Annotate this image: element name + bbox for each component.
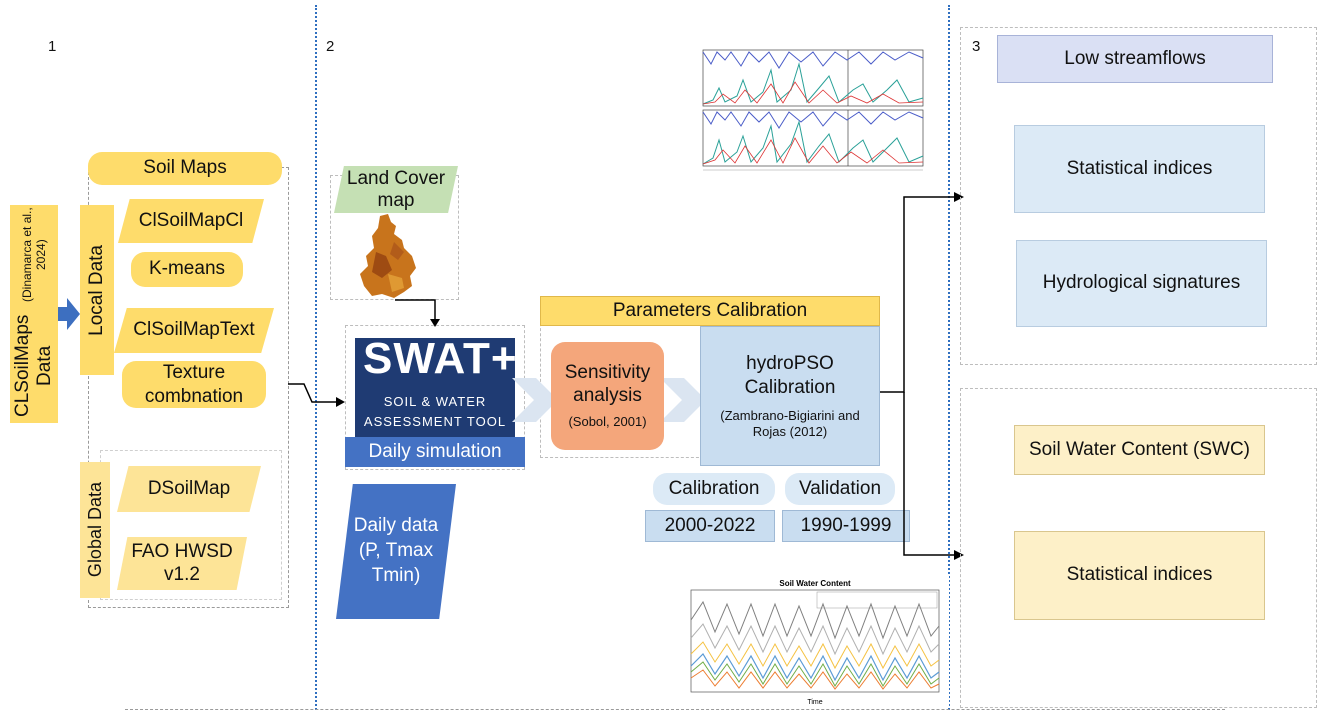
soil-water-content-box: Soil Water Content (SWC) — [1014, 425, 1265, 475]
local-data-label: Local Data — [86, 244, 107, 336]
global-data-box: Global Data — [80, 462, 110, 598]
hydropso-citation-line2: Rojas (2012) — [752, 423, 828, 439]
clsoilmaps-data-box: CLSoilMaps Data (Dinamarca et al., 2024) — [10, 205, 58, 423]
daily-simulation-box: Daily simulation — [345, 437, 525, 467]
hydropso-line2: Calibration — [744, 376, 836, 398]
down-arrow-icon — [395, 299, 440, 327]
soil-water-content-container — [960, 388, 1317, 708]
texture-combination-box: Texture combnation — [122, 361, 266, 408]
streamflow-chart-thumbnail — [683, 40, 943, 175]
sensitivity-citation: (Sobol, 2001) — [568, 414, 647, 429]
calibration-label: Calibration — [653, 473, 775, 505]
soil-water-content-chart-thumbnail: Soil Water Content Time — [667, 576, 949, 708]
chevron-right-icon — [512, 378, 558, 422]
swc-chart-title: Soil Water Content — [779, 579, 851, 588]
right-arrow-icon — [58, 298, 80, 330]
daily-data-line2: (P, Tmax — [358, 540, 434, 562]
calibration-period: 2000-2022 — [645, 510, 775, 542]
global-data-label: Global Data — [84, 482, 105, 578]
sensitivity-line1: Sensitivity — [564, 362, 651, 384]
low-streamflows-container — [960, 27, 1317, 365]
swat-logo: SWAT+ SOIL & WATER ASSESSMENT TOOL — [355, 334, 517, 438]
land-cover-line1: Land Cover — [346, 167, 446, 189]
daily-data-line1: Daily data — [353, 515, 439, 537]
land-cover-map-image — [360, 214, 416, 298]
sensitivity-line2: analysis — [573, 385, 642, 407]
dsoilmap-box: DSoilMap — [117, 466, 261, 512]
soil-maps-box: Soil Maps — [88, 152, 282, 185]
section-number-1: 1 — [48, 38, 57, 55]
clsoilmaps-data-title: CLSoilMaps Data — [12, 314, 55, 418]
clsoilmaptext-box: ClSoilMapText — [114, 308, 274, 353]
section-divider-2 — [948, 5, 950, 710]
parameters-calibration-box: Parameters Calibration — [540, 296, 880, 326]
hydrological-signatures-box: Hydrological signatures — [1016, 240, 1267, 327]
chevron-right-icon — [660, 378, 706, 422]
local-data-box: Local Data — [80, 205, 114, 375]
daily-data-line3: Tmin) — [371, 564, 421, 586]
texture-line1: Texture — [162, 361, 226, 383]
swat-title: SWAT+ — [363, 334, 518, 383]
validation-period: 1990-1999 — [782, 510, 910, 542]
statistical-indices-top-box: Statistical indices — [1014, 125, 1265, 213]
sensitivity-analysis-box: Sensitivity analysis (Sobol, 2001) — [551, 342, 664, 450]
swat-container — [345, 325, 525, 470]
daily-data-box: Daily data (P, Tmax Tmin) — [336, 484, 456, 619]
swc-chart-xlabel: Time — [807, 699, 822, 706]
hydropso-citation-line1: (Zambrano-Bigiarini and — [720, 407, 860, 423]
statistical-indices-bottom-box: Statistical indices — [1014, 531, 1265, 620]
right-arrow-icon — [288, 383, 345, 407]
hydropso-calibration-box: hydroPSO Calibration (Zambrano-Bigiarini… — [700, 326, 880, 466]
swat-sub1: SOIL & WATER — [383, 394, 487, 409]
texture-line2: combnation — [144, 385, 244, 407]
clsoilmapcl-box: ClSoilMapCl — [118, 199, 264, 243]
section-number-3: 3 — [972, 38, 981, 55]
fao-line2: v1.2 — [164, 563, 200, 585]
land-cover-box: Land Cover map — [334, 166, 458, 213]
output-connectors — [880, 192, 964, 560]
land-cover-line2: map — [377, 189, 415, 211]
fao-hwsd-box: FAO HWSD v1.2 — [117, 537, 247, 590]
section-divider-1 — [315, 5, 317, 710]
swat-sub2: ASSESSMENT TOOL — [363, 414, 507, 429]
fao-line1: FAO HWSD — [131, 540, 233, 562]
section-number-2: 2 — [326, 38, 335, 55]
kmeans-box: K-means — [131, 252, 243, 287]
low-streamflows-box: Low streamflows — [997, 35, 1273, 83]
bottom-divider — [125, 709, 1225, 710]
clsoilmaps-data-citation: (Dinamarca et al., 2024) — [20, 207, 48, 303]
hydropso-line1: hydroPSO — [746, 353, 834, 374]
validation-label: Validation — [785, 473, 895, 505]
